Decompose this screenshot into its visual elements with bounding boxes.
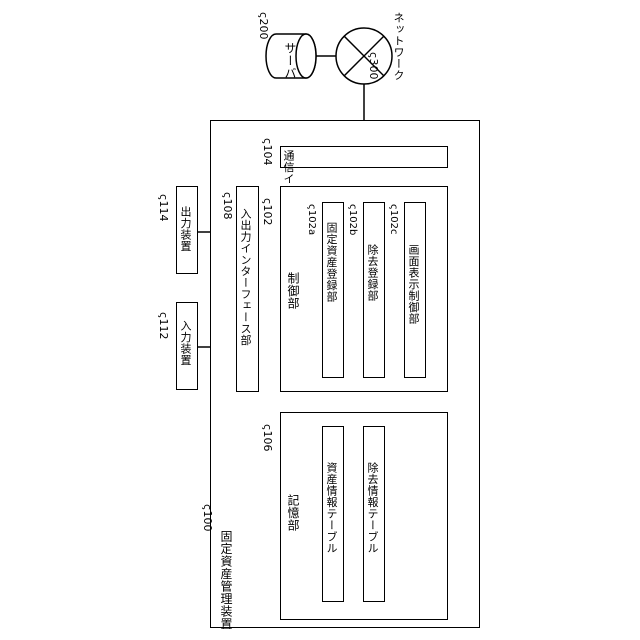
screen-display-control-label: 画面表示制御部 [408,244,419,325]
network-ref: ς300 [368,52,379,79]
storage-unit-label: 記憶部 [287,494,299,532]
fixed-asset-registration-ref: ς102a [306,204,316,235]
device-ref: ς100 [202,504,213,531]
control-unit-label: 制御部 [287,272,299,310]
control-unit-ref: ς102 [262,198,273,225]
output-device-label: 出力装置 [180,206,191,252]
removal-registration-label: 除去登録部 [367,244,378,302]
network-label: ネットワーク [393,12,404,81]
screen-display-control-ref: ς102c [388,204,398,234]
server-ref: ς200 [258,12,269,39]
removal-info-table-label: 除去情報テーブル [367,462,378,554]
server-label: サーバ [284,42,296,80]
io-interface-ref: ς108 [222,192,233,219]
storage-unit-ref: ς106 [262,424,273,451]
output-device-ref: ς114 [158,194,169,221]
network-globe-icon [336,28,392,84]
input-device-ref: ς112 [158,312,169,339]
fixed-asset-registration-label: 固定資産登録部 [326,222,337,303]
input-device-label: 入力装置 [180,320,191,366]
comm-interface-ref: ς104 [262,138,273,165]
io-interface-label: 入出力インターフェース部 [240,208,251,346]
removal-registration-ref: ς102b [347,204,357,235]
asset-info-table-label: 資産情報テーブル [326,462,337,554]
comm-interface-box [280,146,448,168]
device-label: 固定資産管理装置 [220,530,232,630]
